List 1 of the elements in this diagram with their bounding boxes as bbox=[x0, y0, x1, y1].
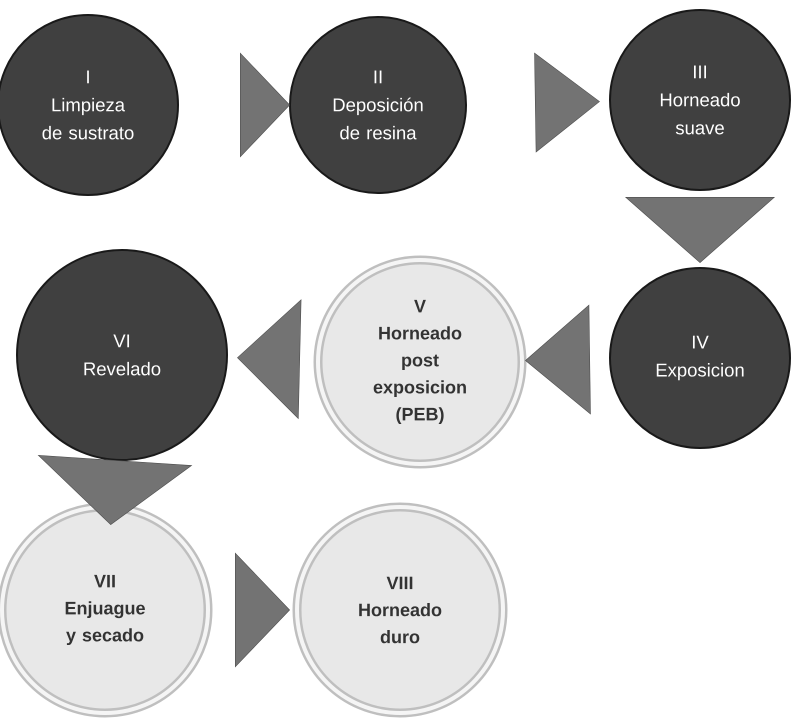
arrow bbox=[525, 304, 591, 415]
